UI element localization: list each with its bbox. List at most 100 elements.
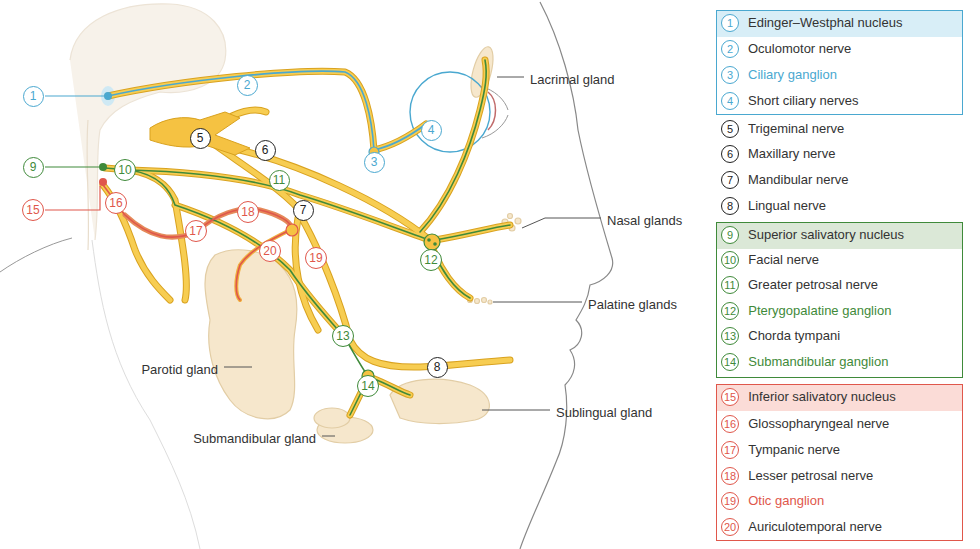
- callout-number: 11: [269, 170, 290, 191]
- parasympathetic-fibres: [236, 230, 290, 300]
- glands: [314, 408, 350, 428]
- callout-text: 2: [244, 79, 251, 91]
- parasympathetic-fibres: [103, 60, 510, 415]
- callout-text: 19: [309, 252, 322, 264]
- gland-label: Submandibular gland: [193, 429, 316, 447]
- callout-number: 12: [420, 249, 442, 271]
- legend-number: 2: [721, 40, 739, 58]
- legend-number: 7: [721, 171, 739, 189]
- callout-number: 7: [293, 200, 314, 221]
- parasympathetic-fibres: [435, 225, 510, 240]
- eye: [482, 115, 508, 138]
- legend-row: 18Lesser petrosal nerve: [721, 465, 873, 487]
- label-leaders: [224, 77, 601, 436]
- legend-number: 4: [721, 92, 739, 110]
- callout-text: 11: [273, 174, 285, 186]
- nucleus-leaders: [45, 95, 104, 96]
- legend-text: Chorda tympani: [748, 328, 840, 344]
- legend-row: 14Submandibular ganglion: [721, 351, 888, 373]
- legend-row: 1Edinger–Westphal nucleus: [721, 12, 902, 34]
- label-leaders: [497, 77, 524, 78]
- callout-text: 1: [30, 90, 37, 102]
- tympanic-fibres: [236, 230, 290, 300]
- callout-text: 5: [197, 132, 204, 144]
- legend-frames: [716, 10, 962, 37]
- nucleus-leaders: [45, 186, 100, 210]
- legend-row: 10Facial nerve: [721, 249, 819, 271]
- callout-number: 20: [259, 240, 281, 262]
- legend-text: Greater petrosal nerve: [748, 277, 878, 293]
- ganglia: [286, 224, 298, 236]
- callout-text: 6: [262, 144, 269, 156]
- callout-number: 15: [22, 199, 44, 221]
- legend-text: Auriculotemporal nerve: [748, 519, 882, 535]
- legend-text: Mandibular nerve: [748, 172, 848, 188]
- head-outline: [0, 2, 613, 549]
- eye: [488, 92, 496, 130]
- callout-text: 9: [30, 161, 37, 173]
- legend-text: Edinger–Westphal nucleus: [748, 15, 902, 31]
- legend-row: 19 Otic ganglion: [721, 490, 824, 512]
- legend-number: 8: [721, 197, 739, 215]
- legend-row: 12Pterygopalatine ganglion: [721, 300, 891, 322]
- nerves: [295, 218, 318, 330]
- legend-number: 10: [721, 251, 739, 269]
- legend-number: 17: [721, 441, 739, 459]
- nerves: [295, 218, 318, 330]
- callout-number: 18: [237, 201, 259, 223]
- nucleus-leaders: [45, 166, 99, 167]
- callout-text: 8: [434, 361, 441, 373]
- legend-text: Otic ganglion: [748, 493, 824, 509]
- legend-frames: [717, 11, 963, 115]
- nerves: [435, 225, 510, 240]
- gland-label-text: Parotid gland: [141, 362, 218, 377]
- nerves: [420, 60, 486, 232]
- legend-number: 18: [721, 467, 739, 485]
- gland-label: Sublingual gland: [556, 403, 652, 421]
- legend-row: 3Ciliary ganglion: [721, 64, 837, 86]
- legend-number: 19: [721, 492, 739, 510]
- legend-row: 5Trigeminal nerve: [721, 118, 844, 140]
- legend-row: 16Glossopharyngeal nerve: [721, 413, 889, 435]
- nerves: [420, 60, 486, 232]
- legend-text: Tympanic nerve: [748, 442, 840, 458]
- head-outline: [87, 120, 88, 250]
- glands: [488, 300, 492, 304]
- callout-text: 17: [189, 225, 202, 237]
- nucleus-leaders: [99, 163, 107, 171]
- legend-row: 15Inferior salivatory nucleus: [721, 386, 896, 408]
- callout-number: 6: [255, 140, 276, 161]
- nerves: [374, 124, 426, 150]
- legend-row: 4Short ciliary nerves: [721, 90, 859, 112]
- gland-label-text: Sublingual gland: [556, 405, 652, 420]
- legend-text: Submandibular ganglion: [748, 354, 888, 370]
- callout-text: 13: [336, 330, 349, 342]
- nerves: [300, 215, 510, 367]
- legend-number: 13: [721, 327, 739, 345]
- legend-text: Lingual nerve: [748, 198, 826, 214]
- label-leaders: [322, 436, 335, 437]
- gland-label-text: Submandibular gland: [193, 431, 316, 446]
- ganglia: [286, 147, 440, 382]
- parasympathetic-fibres: [103, 185, 292, 237]
- legend-row: 17 Tympanic nerve: [721, 439, 840, 461]
- legend-frames: [716, 222, 962, 249]
- callout-text: 10: [118, 164, 131, 176]
- nerves: [103, 185, 170, 300]
- legend-number: 15: [721, 388, 739, 406]
- callout-text: 20: [263, 245, 276, 257]
- legend-row: 20Auriculotemporal nerve: [721, 516, 882, 538]
- callout-number: 17: [185, 220, 207, 242]
- callout-number: 14: [357, 375, 379, 397]
- legend-number: 5: [721, 120, 739, 138]
- callout-number: 4: [421, 120, 442, 141]
- legend-number: 3: [721, 66, 739, 84]
- parasympathetic-fibres: [130, 170, 368, 376]
- legend-row: 2Oculomotor nerve: [721, 38, 851, 60]
- nerves: [108, 71, 374, 150]
- nerves: [232, 110, 266, 116]
- ganglia: [424, 234, 440, 250]
- nerves: [175, 205, 345, 338]
- nerves: [240, 150, 430, 240]
